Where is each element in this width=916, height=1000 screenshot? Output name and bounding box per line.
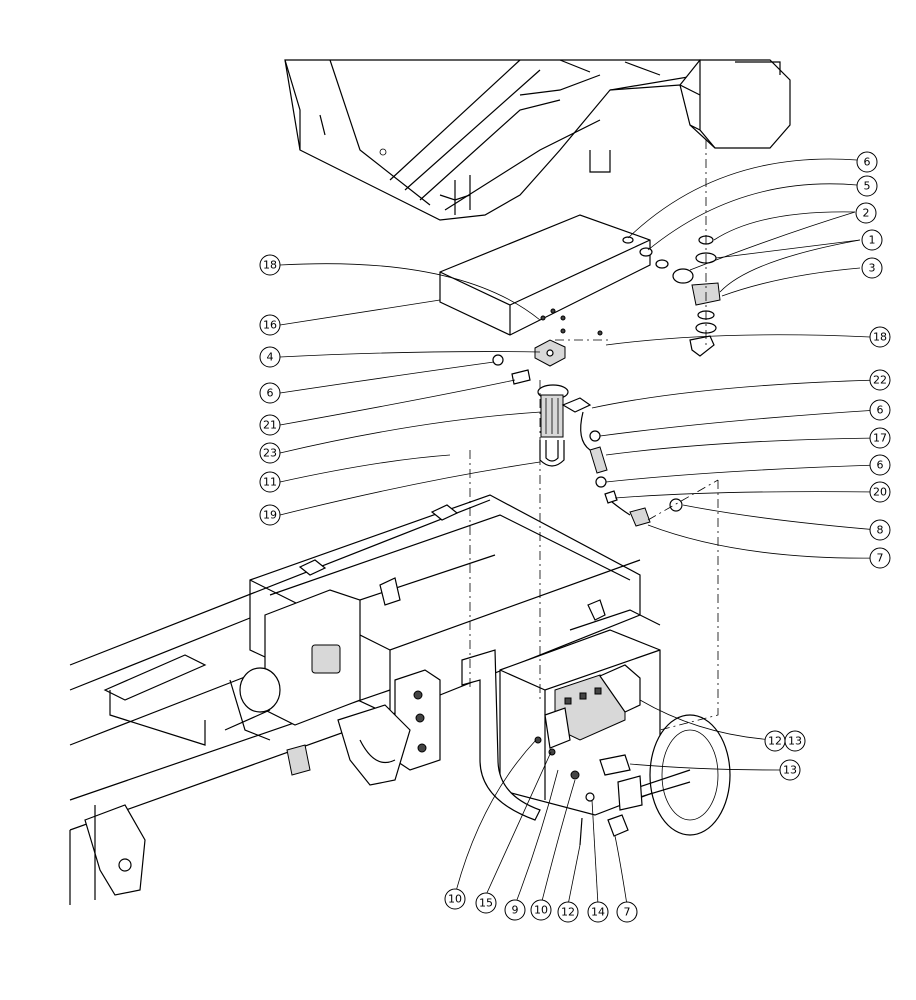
callout-3: 3 bbox=[861, 257, 883, 279]
svg-text:16: 16 bbox=[263, 319, 277, 332]
callout-10a: 10 bbox=[444, 888, 466, 910]
callout-18a: 18 bbox=[259, 254, 281, 276]
svg-text:18: 18 bbox=[263, 259, 277, 272]
callout-14: 14 bbox=[587, 901, 609, 923]
filter-assembly bbox=[537, 384, 683, 527]
callout-10b: 10 bbox=[530, 899, 552, 921]
svg-text:17: 17 bbox=[873, 432, 887, 445]
callout-11: 11 bbox=[259, 471, 281, 493]
callout-5: 5 bbox=[856, 175, 878, 197]
svg-text:11: 11 bbox=[263, 476, 277, 489]
svg-text:23: 23 bbox=[263, 447, 277, 460]
callout-12a: 12 bbox=[764, 730, 786, 752]
callout-20: 20 bbox=[869, 481, 891, 503]
svg-text:7: 7 bbox=[624, 906, 631, 919]
callout-6b: 6 bbox=[259, 382, 281, 404]
pump-valve-box bbox=[461, 599, 731, 846]
svg-text:14: 14 bbox=[591, 906, 605, 919]
callout-6a: 6 bbox=[856, 151, 878, 173]
svg-text:13: 13 bbox=[788, 735, 802, 748]
svg-text:6: 6 bbox=[864, 156, 871, 169]
assembly-centerlines bbox=[469, 140, 719, 731]
svg-text:15: 15 bbox=[479, 897, 493, 910]
svg-text:8: 8 bbox=[877, 524, 884, 537]
svg-text:19: 19 bbox=[263, 509, 277, 522]
callout-4: 4 bbox=[259, 346, 281, 368]
chassis-frame bbox=[69, 494, 641, 905]
svg-text:6: 6 bbox=[267, 387, 274, 400]
callout-13b: 13 bbox=[779, 759, 801, 781]
callout-16: 16 bbox=[259, 314, 281, 336]
callout-1: 1 bbox=[861, 229, 883, 251]
svg-text:20: 20 bbox=[873, 486, 887, 499]
callout-22: 22 bbox=[869, 369, 891, 391]
callout-21: 21 bbox=[259, 414, 281, 436]
callout-2: 2 bbox=[855, 202, 877, 224]
svg-text:4: 4 bbox=[267, 351, 274, 364]
callout-17: 17 bbox=[869, 427, 891, 449]
callout-18b: 18 bbox=[869, 326, 891, 348]
callout-7b: 7 bbox=[616, 901, 638, 923]
svg-text:21: 21 bbox=[263, 419, 277, 432]
svg-text:12: 12 bbox=[561, 906, 575, 919]
svg-text:13: 13 bbox=[783, 764, 797, 777]
hydraulic-tank bbox=[439, 214, 651, 385]
machine-underside bbox=[284, 59, 791, 221]
svg-text:2: 2 bbox=[863, 207, 870, 220]
svg-text:1: 1 bbox=[869, 234, 876, 247]
callout-19: 19 bbox=[259, 504, 281, 526]
svg-text:10: 10 bbox=[534, 904, 548, 917]
svg-text:18: 18 bbox=[873, 331, 887, 344]
callout-15: 15 bbox=[475, 892, 497, 914]
leader-lines bbox=[279, 158, 879, 906]
svg-text:22: 22 bbox=[873, 374, 887, 387]
callout-9: 9 bbox=[504, 899, 526, 921]
svg-text:6: 6 bbox=[877, 459, 884, 472]
callout-12b: 12 bbox=[557, 901, 579, 923]
svg-text:9: 9 bbox=[512, 904, 519, 917]
svg-text:6: 6 bbox=[877, 404, 884, 417]
callout-6d: 6 bbox=[869, 454, 891, 476]
callout-6c: 6 bbox=[869, 399, 891, 421]
callout-23: 23 bbox=[259, 442, 281, 464]
svg-text:5: 5 bbox=[864, 180, 871, 193]
svg-text:12: 12 bbox=[768, 735, 782, 748]
svg-text:3: 3 bbox=[869, 262, 876, 275]
callout-7a: 7 bbox=[869, 547, 891, 569]
svg-text:10: 10 bbox=[448, 893, 462, 906]
callout-8: 8 bbox=[869, 519, 891, 541]
svg-text:7: 7 bbox=[877, 552, 884, 565]
callout-13: 13 bbox=[784, 730, 806, 752]
